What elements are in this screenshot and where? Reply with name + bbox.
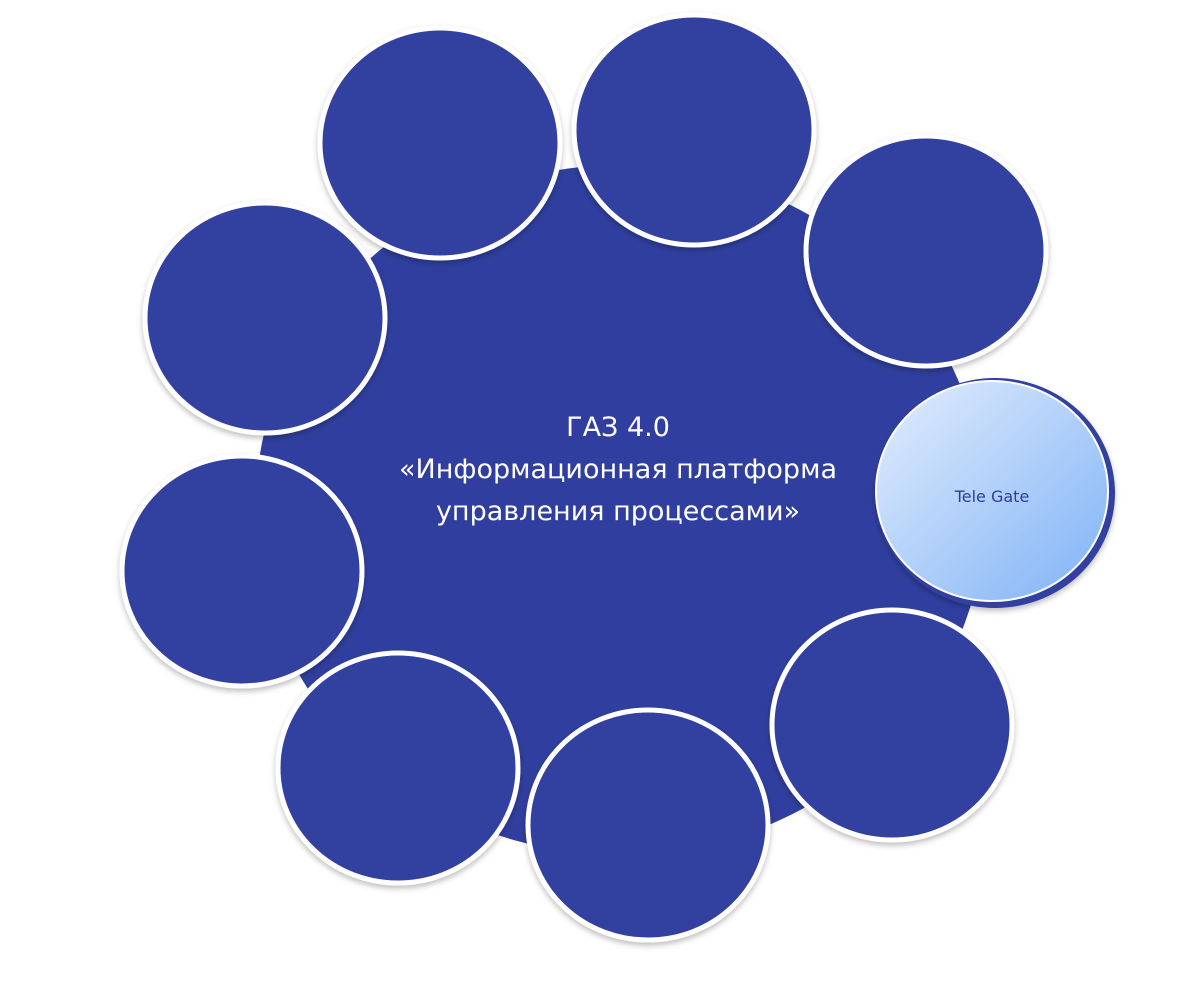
satellite-node-left-circle (119, 453, 365, 689)
satellite-node-tele-gate[interactable]: Tele Gate (875, 378, 1115, 608)
satellite-node-bottom-circle (525, 707, 771, 943)
satellite-node-bottom-left[interactable] (275, 650, 521, 886)
satellite-nodes: Tele Gate (119, 12, 1115, 943)
center-title: ГАЗ 4.0 (566, 412, 670, 443)
center-subtitle-line2: управления процессами» (436, 496, 800, 527)
satellite-node-top[interactable] (571, 12, 817, 248)
satellite-node-upper-left[interactable] (142, 200, 388, 436)
satellite-node-bottom[interactable] (525, 707, 771, 943)
tele-gate-circle (875, 380, 1109, 602)
center-subtitle-line1: «Информационная платформа (399, 454, 837, 485)
satellite-node-bottom-right-circle (769, 607, 1015, 843)
satellite-node-top-left[interactable] (317, 25, 563, 261)
satellite-node-top-left-circle (317, 25, 563, 261)
satellite-node-bottom-left-circle (275, 650, 521, 886)
tele-gate-label: Tele Gate (954, 487, 1030, 506)
satellite-node-top-right[interactable] (803, 133, 1049, 369)
satellite-node-top-right-circle (803, 133, 1049, 369)
satellite-node-left[interactable] (119, 453, 365, 689)
satellite-node-bottom-right[interactable] (769, 607, 1015, 843)
satellite-node-top-circle (571, 12, 817, 248)
satellite-node-upper-left-circle (142, 200, 388, 436)
